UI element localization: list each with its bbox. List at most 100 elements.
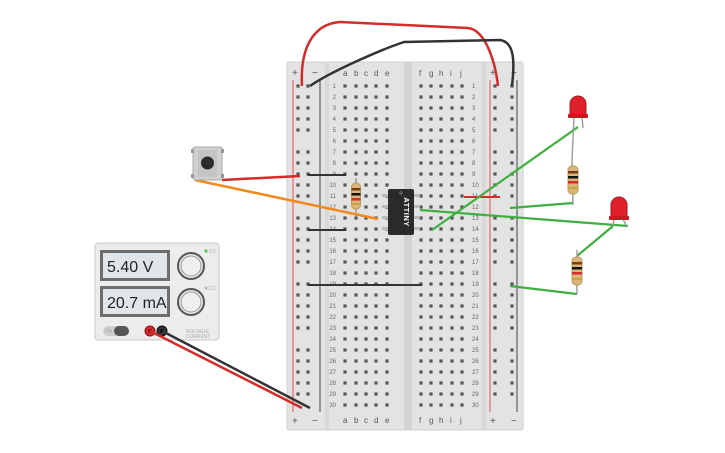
breadboard-hole[interactable]: [354, 271, 358, 275]
breadboard-hole[interactable]: [429, 205, 433, 209]
breadboard-hole[interactable]: [429, 348, 433, 352]
breadboard-hole[interactable]: [460, 315, 464, 319]
breadboard-hole[interactable]: [419, 260, 423, 264]
breadboard-hole[interactable]: [510, 260, 514, 264]
breadboard-hole[interactable]: [419, 106, 423, 110]
breadboard-hole[interactable]: [510, 315, 514, 319]
breadboard-hole[interactable]: [439, 117, 443, 121]
breadboard-hole[interactable]: [460, 161, 464, 165]
breadboard-hole[interactable]: [419, 381, 423, 385]
resistor-led2[interactable]: [571, 250, 583, 294]
breadboard-hole[interactable]: [439, 139, 443, 143]
breadboard-hole[interactable]: [296, 216, 300, 220]
breadboard-hole[interactable]: [419, 293, 423, 297]
breadboard-hole[interactable]: [354, 403, 358, 407]
breadboard-hole[interactable]: [385, 392, 389, 396]
breadboard-hole[interactable]: [354, 106, 358, 110]
breadboard-hole[interactable]: [450, 370, 454, 374]
breadboard-hole[interactable]: [493, 227, 497, 231]
breadboard-hole[interactable]: [364, 216, 368, 220]
breadboard-hole[interactable]: [510, 282, 514, 286]
breadboard-hole[interactable]: [374, 359, 378, 363]
breadboard-hole[interactable]: [364, 315, 368, 319]
breadboard-hole[interactable]: [493, 84, 497, 88]
breadboard-hole[interactable]: [429, 128, 433, 132]
breadboard-hole[interactable]: [343, 293, 347, 297]
breadboard-hole[interactable]: [296, 315, 300, 319]
breadboard-hole[interactable]: [510, 161, 514, 165]
breadboard-hole[interactable]: [510, 392, 514, 396]
breadboard-hole[interactable]: [385, 403, 389, 407]
breadboard-hole[interactable]: [354, 139, 358, 143]
breadboard-hole[interactable]: [306, 150, 310, 154]
breadboard-hole[interactable]: [374, 161, 378, 165]
breadboard-hole[interactable]: [343, 403, 347, 407]
breadboard-hole[interactable]: [419, 194, 423, 198]
breadboard-hole[interactable]: [450, 260, 454, 264]
breadboard-holes[interactable]: [296, 84, 514, 407]
breadboard-hole[interactable]: [429, 271, 433, 275]
breadboard-hole[interactable]: [296, 227, 300, 231]
breadboard-hole[interactable]: [450, 128, 454, 132]
breadboard-hole[interactable]: [354, 249, 358, 253]
breadboard-hole[interactable]: [460, 249, 464, 253]
wire-green-chip-led1[interactable]: [431, 126, 579, 231]
breadboard-hole[interactable]: [419, 304, 423, 308]
breadboard-hole[interactable]: [439, 161, 443, 165]
breadboard-hole[interactable]: [439, 249, 443, 253]
breadboard-hole[interactable]: [439, 381, 443, 385]
breadboard-hole[interactable]: [429, 381, 433, 385]
power-switch-knob[interactable]: [114, 326, 129, 336]
breadboard-hole[interactable]: [439, 304, 443, 308]
breadboard-hole[interactable]: [493, 370, 497, 374]
breadboard-hole[interactable]: [354, 359, 358, 363]
breadboard-hole[interactable]: [354, 370, 358, 374]
breadboard-hole[interactable]: [385, 150, 389, 154]
power-supply[interactable]: 5.40 V 20.7 mA CV CC ON VOLTAGE CURRENT: [94, 242, 220, 341]
breadboard-hole[interactable]: [419, 348, 423, 352]
breadboard-hole[interactable]: [460, 326, 464, 330]
breadboard-hole[interactable]: [374, 271, 378, 275]
breadboard-hole[interactable]: [385, 271, 389, 275]
breadboard-hole[interactable]: [296, 128, 300, 132]
breadboard-hole[interactable]: [419, 161, 423, 165]
breadboard-hole[interactable]: [450, 106, 454, 110]
breadboard-hole[interactable]: [343, 260, 347, 264]
breadboard-hole[interactable]: [296, 304, 300, 308]
breadboard-hole[interactable]: [343, 216, 347, 220]
breadboard-hole[interactable]: [296, 359, 300, 363]
wire-black-supply[interactable]: [161, 329, 311, 410]
breadboard-hole[interactable]: [343, 326, 347, 330]
breadboard-hole[interactable]: [374, 139, 378, 143]
breadboard-hole[interactable]: [450, 359, 454, 363]
breadboard-hole[interactable]: [364, 95, 368, 99]
breadboard-hole[interactable]: [419, 392, 423, 396]
breadboard-hole[interactable]: [364, 359, 368, 363]
breadboard-hole[interactable]: [419, 95, 423, 99]
resistor-board[interactable]: [351, 178, 361, 216]
breadboard-hole[interactable]: [510, 381, 514, 385]
wire-green-res2-led2[interactable]: [576, 225, 614, 257]
breadboard-hole[interactable]: [450, 194, 454, 198]
breadboard-hole[interactable]: [419, 84, 423, 88]
breadboard-hole[interactable]: [460, 282, 464, 286]
breadboard-hole[interactable]: [460, 172, 464, 176]
breadboard-hole[interactable]: [306, 315, 310, 319]
breadboard-hole[interactable]: [510, 304, 514, 308]
breadboard-hole[interactable]: [296, 95, 300, 99]
breadboard-hole[interactable]: [439, 205, 443, 209]
breadboard-hole[interactable]: [429, 370, 433, 374]
breadboard-hole[interactable]: [364, 293, 368, 297]
breadboard-hole[interactable]: [385, 249, 389, 253]
breadboard-hole[interactable]: [429, 326, 433, 330]
breadboard-hole[interactable]: [460, 293, 464, 297]
breadboard-hole[interactable]: [364, 172, 368, 176]
breadboard-hole[interactable]: [296, 381, 300, 385]
breadboard-hole[interactable]: [364, 194, 368, 198]
breadboard-hole[interactable]: [460, 117, 464, 121]
breadboard-hole[interactable]: [419, 337, 423, 341]
breadboard-hole[interactable]: [306, 392, 310, 396]
breadboard-hole[interactable]: [460, 348, 464, 352]
breadboard-hole[interactable]: [429, 392, 433, 396]
